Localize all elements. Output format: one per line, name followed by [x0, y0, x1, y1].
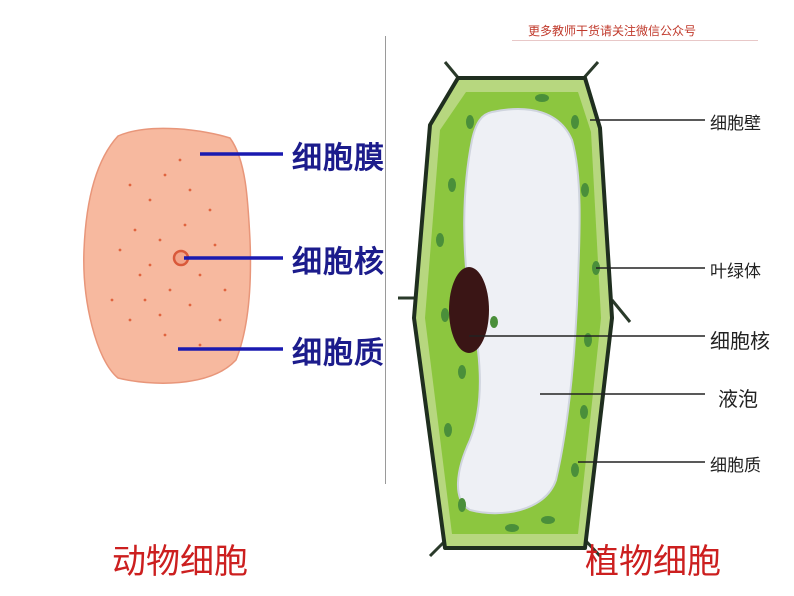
label-animal-nucleus: 细胞核: [292, 245, 385, 280]
caption-plant-cell: 植物细胞: [585, 542, 721, 582]
divider-line: [385, 36, 386, 484]
watermark-underline: [512, 40, 758, 41]
label-plant-chloroplast: 叶绿体: [710, 262, 761, 282]
label-plant-vacuole: 液泡: [718, 387, 758, 411]
label-animal-membrane: 细胞膜: [292, 141, 385, 176]
plant-vacuole: [457, 108, 581, 515]
label-animal-cytoplasm: 细胞质: [292, 336, 385, 371]
plant-cell: [398, 61, 632, 558]
label-plant-cytoplasm: 细胞质: [710, 456, 761, 476]
animal-cell: [83, 127, 252, 384]
label-plant-nucleus: 细胞核: [710, 329, 770, 353]
chloroplasts: [436, 94, 600, 532]
caption-animal-cell: 动物细胞: [112, 542, 248, 582]
plant-nucleus: [449, 267, 489, 353]
watermark-text: 更多教师干货请关注微信公众号: [528, 24, 697, 38]
animal-cell-body: [83, 127, 252, 384]
label-plant-wall: 细胞壁: [710, 114, 761, 134]
animal-cell-granules: [110, 158, 227, 347]
